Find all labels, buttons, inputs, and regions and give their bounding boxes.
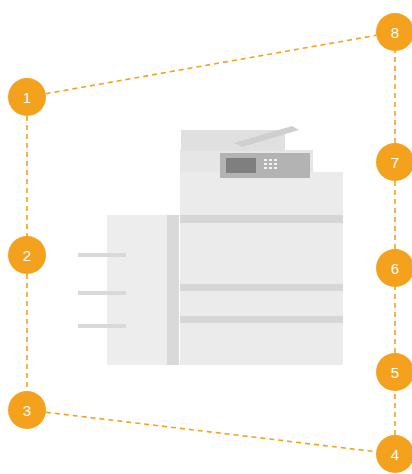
panel-screen xyxy=(226,158,256,173)
callout-number: 4 xyxy=(391,447,399,462)
callout-number: 5 xyxy=(391,365,399,380)
dashed-connector xyxy=(26,274,28,391)
dashed-connector xyxy=(394,181,396,249)
dashed-connector xyxy=(394,51,396,143)
callout-number: 2 xyxy=(23,248,31,263)
dashed-connector xyxy=(46,412,376,451)
callout-circle: 7 xyxy=(376,143,412,181)
callout-circle: 1 xyxy=(8,78,46,116)
printer-body xyxy=(180,172,343,365)
callout-circle: 2 xyxy=(8,236,46,274)
callout-circle: 4 xyxy=(376,435,412,473)
callout-number: 6 xyxy=(391,261,399,276)
output-tray xyxy=(78,253,126,257)
callout-circle: 6 xyxy=(376,249,412,287)
dashed-connector xyxy=(394,391,396,435)
dashed-connector xyxy=(46,35,377,93)
finisher-unit xyxy=(107,215,169,365)
callout-number: 8 xyxy=(391,25,399,40)
callout-number: 3 xyxy=(23,403,31,418)
output-tray xyxy=(78,324,126,328)
dashed-connector xyxy=(394,287,396,353)
callout-number: 1 xyxy=(23,90,31,105)
callout-circle: 3 xyxy=(8,391,46,429)
callout-circle: 8 xyxy=(376,13,412,51)
dashed-connector xyxy=(26,116,28,236)
control-panel xyxy=(220,153,310,178)
body-band xyxy=(180,316,343,323)
body-band xyxy=(180,284,343,291)
finisher-column xyxy=(167,215,179,365)
output-tray xyxy=(78,291,126,295)
callout-number: 7 xyxy=(391,155,399,170)
callout-circle: 5 xyxy=(376,353,412,391)
panel-keypad xyxy=(264,159,277,169)
document-feeder-tray xyxy=(234,126,299,147)
body-band xyxy=(180,215,343,223)
